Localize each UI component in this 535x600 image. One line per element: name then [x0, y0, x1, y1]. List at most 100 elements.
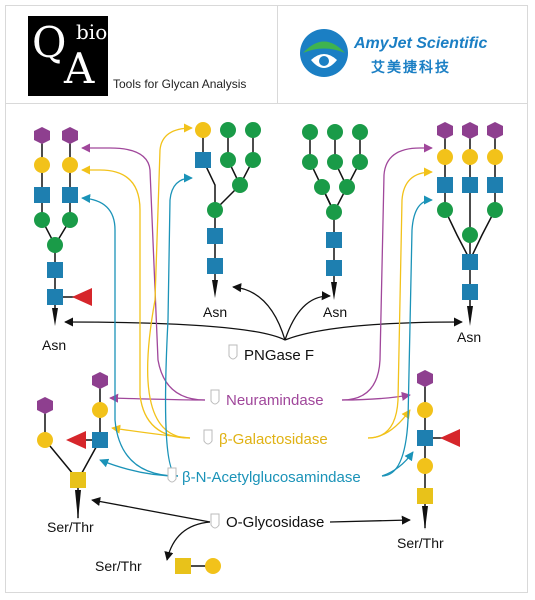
glcnac-icon	[437, 177, 453, 193]
tube-icon	[210, 389, 220, 405]
header-divider	[5, 103, 528, 104]
galnac-icon	[175, 558, 191, 574]
galactosidase-arrows	[81, 123, 433, 439]
ser-thr-label: Ser/Thr	[47, 519, 94, 535]
galactose-icon	[92, 402, 108, 418]
glcnac-icon	[207, 228, 223, 244]
mannose-icon	[220, 152, 236, 168]
qa-logo-a: A	[64, 44, 95, 93]
mannose-icon	[302, 154, 318, 170]
neuramindase-label: Neuramindase	[226, 392, 324, 409]
galactose-icon	[37, 432, 53, 448]
glcnac-icon	[462, 177, 478, 193]
galactose-icon	[195, 122, 211, 138]
mannose-icon	[245, 152, 261, 168]
asn-label: Asn	[323, 304, 347, 320]
fucose-icon	[66, 431, 86, 449]
qa-tagline: Tools for Glycan Analysis	[113, 77, 247, 91]
fucose-icon	[440, 429, 460, 447]
header-vertical-divider	[277, 5, 278, 103]
enzyme-tubes	[167, 344, 238, 529]
pngase-f-label: PNGase F	[244, 347, 314, 364]
glcnac-icon	[207, 258, 223, 274]
galactose-icon	[34, 157, 50, 173]
mannose-icon	[352, 154, 368, 170]
o-glycan-structure-bottom	[175, 558, 221, 574]
mannose-icon	[462, 227, 478, 243]
galactose-icon	[62, 157, 78, 173]
galactose-icon	[487, 149, 503, 165]
galnac-icon	[417, 488, 433, 504]
asn-label: Asn	[203, 304, 227, 320]
mannose-icon	[326, 204, 342, 220]
amyjet-logo-icon	[300, 29, 348, 77]
mannose-icon	[339, 179, 355, 195]
ser-thr-label: Ser/Thr	[397, 535, 444, 551]
mannose-icon	[327, 124, 343, 140]
tube-icon	[167, 467, 177, 483]
glycan-structure-c	[302, 124, 368, 276]
acetylglucosamindase-arrows	[81, 173, 433, 477]
galactose-icon	[417, 458, 433, 474]
glcnac-icon	[462, 254, 478, 270]
mannose-icon	[302, 124, 318, 140]
mannose-icon	[437, 202, 453, 218]
galactose-icon	[462, 149, 478, 165]
tube-icon	[203, 429, 213, 445]
mannose-icon	[487, 202, 503, 218]
glcnac-icon	[462, 284, 478, 300]
galactosidase-label: β-Galactosidase	[219, 431, 328, 448]
ser-thr-label: Ser/Thr	[95, 558, 142, 574]
o-glycosidase-arrows	[91, 497, 411, 561]
galnac-icon	[70, 472, 86, 488]
fucose-icon	[72, 288, 92, 306]
galactose-icon	[205, 558, 221, 574]
sialic-acid-icon	[417, 370, 433, 387]
glcnac-icon	[417, 430, 433, 446]
amyjet-name: AmyJet Scientific	[354, 35, 488, 52]
amyjet-name-cn: 艾美捷科技	[371, 59, 451, 75]
glycan-structure-a	[34, 127, 92, 306]
qa-bio-logo: Q bio A	[28, 16, 108, 96]
acetylglucosamindase-label: β-N-Acetylglucosamindase	[182, 469, 361, 486]
sialic-acid-icon	[437, 122, 453, 139]
glcnac-icon	[47, 262, 63, 278]
glcnac-icon	[47, 289, 63, 305]
glcnac-icon	[195, 152, 211, 168]
sialic-acid-icon	[92, 372, 108, 389]
asn-label: Asn	[457, 329, 481, 345]
o-glycan-structure-right	[417, 370, 460, 504]
glcnac-icon	[326, 232, 342, 248]
glcnac-icon	[326, 260, 342, 276]
qa-logo-q: Q	[32, 18, 67, 67]
asn-label: Asn	[42, 337, 66, 353]
mannose-icon	[352, 124, 368, 140]
o-glycan-structure-left	[37, 372, 108, 488]
qa-logo-bio: bio	[76, 20, 108, 44]
glcnac-icon	[62, 187, 78, 203]
mannose-icon	[34, 212, 50, 228]
mannose-icon	[47, 237, 63, 253]
sialic-acid-icon	[37, 397, 53, 414]
glcnac-icon	[92, 432, 108, 448]
sialic-acid-icon	[487, 122, 503, 139]
glycan-structure-b	[195, 122, 261, 274]
mannose-icon	[207, 202, 223, 218]
glcnac-icon	[34, 187, 50, 203]
galactose-icon	[437, 149, 453, 165]
mannose-icon	[245, 122, 261, 138]
sialic-acid-icon	[462, 122, 478, 139]
o-glycosidase-label: O-Glycosidase	[226, 514, 324, 531]
mannose-icon	[232, 177, 248, 193]
neuramindase-arrows	[81, 143, 433, 403]
tube-icon	[228, 344, 238, 360]
mannose-icon	[220, 122, 236, 138]
mannose-icon	[314, 179, 330, 195]
content-frame	[5, 5, 528, 593]
mannose-icon	[62, 212, 78, 228]
sialic-acid-icon	[34, 127, 50, 144]
galactose-icon	[417, 402, 433, 418]
mannose-icon	[327, 154, 343, 170]
sialic-acid-icon	[62, 127, 78, 144]
